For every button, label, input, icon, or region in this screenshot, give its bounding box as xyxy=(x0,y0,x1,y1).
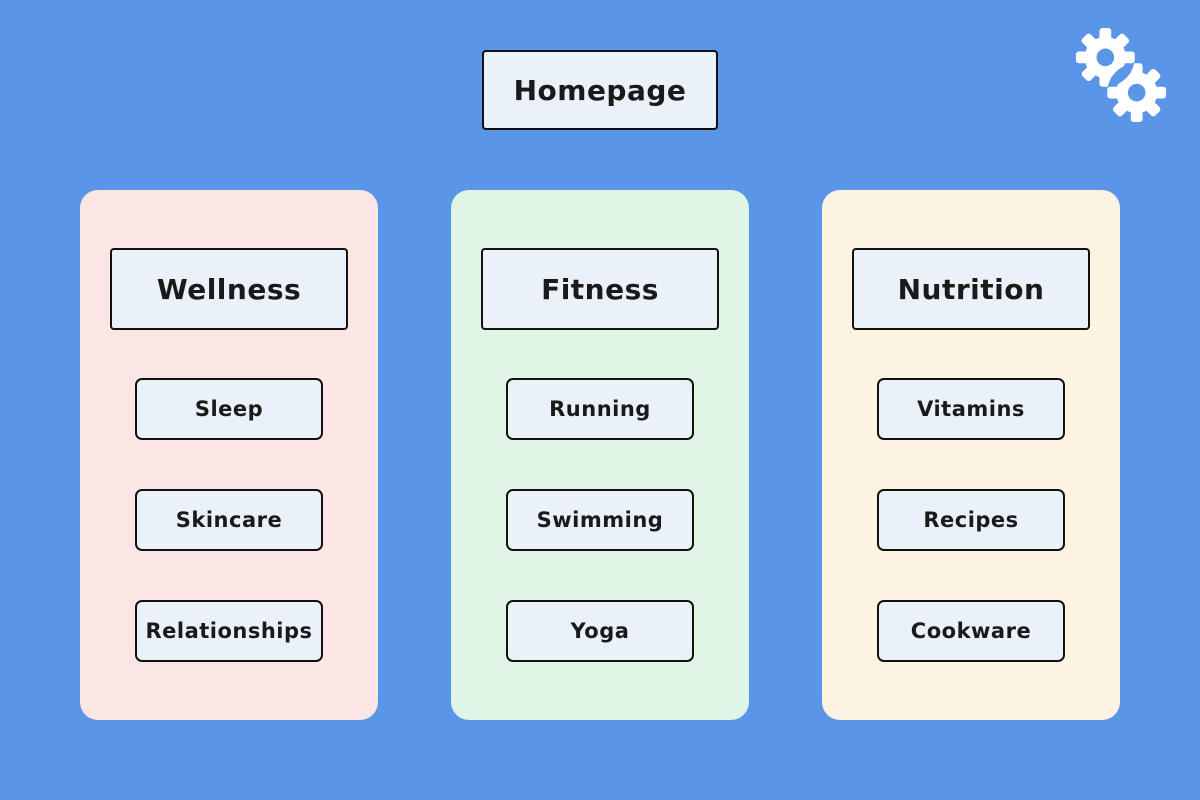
page-node-recipes: Recipes xyxy=(877,489,1065,551)
page-node-skincare: Skincare xyxy=(135,489,323,551)
interlocking-gears-icon xyxy=(1072,26,1170,124)
page-node-yoga: Yoga xyxy=(506,600,694,662)
category-panel-wellness: Wellness Sleep Skincare Relationships xyxy=(80,190,378,720)
category-node-fitness: Fitness xyxy=(481,248,719,330)
page-node-relationships: Relationships xyxy=(135,600,323,662)
category-node-wellness: Wellness xyxy=(110,248,348,330)
page-node-cookware: Cookware xyxy=(877,600,1065,662)
category-panel-nutrition: Nutrition Vitamins Recipes Cookware xyxy=(822,190,1120,720)
homepage-node: Homepage xyxy=(482,50,718,130)
category-panel-fitness: Fitness Running Swimming Yoga xyxy=(451,190,749,720)
page-node-vitamins: Vitamins xyxy=(877,378,1065,440)
page-node-sleep: Sleep xyxy=(135,378,323,440)
page-node-swimming: Swimming xyxy=(506,489,694,551)
page-node-running: Running xyxy=(506,378,694,440)
category-node-nutrition: Nutrition xyxy=(852,248,1090,330)
